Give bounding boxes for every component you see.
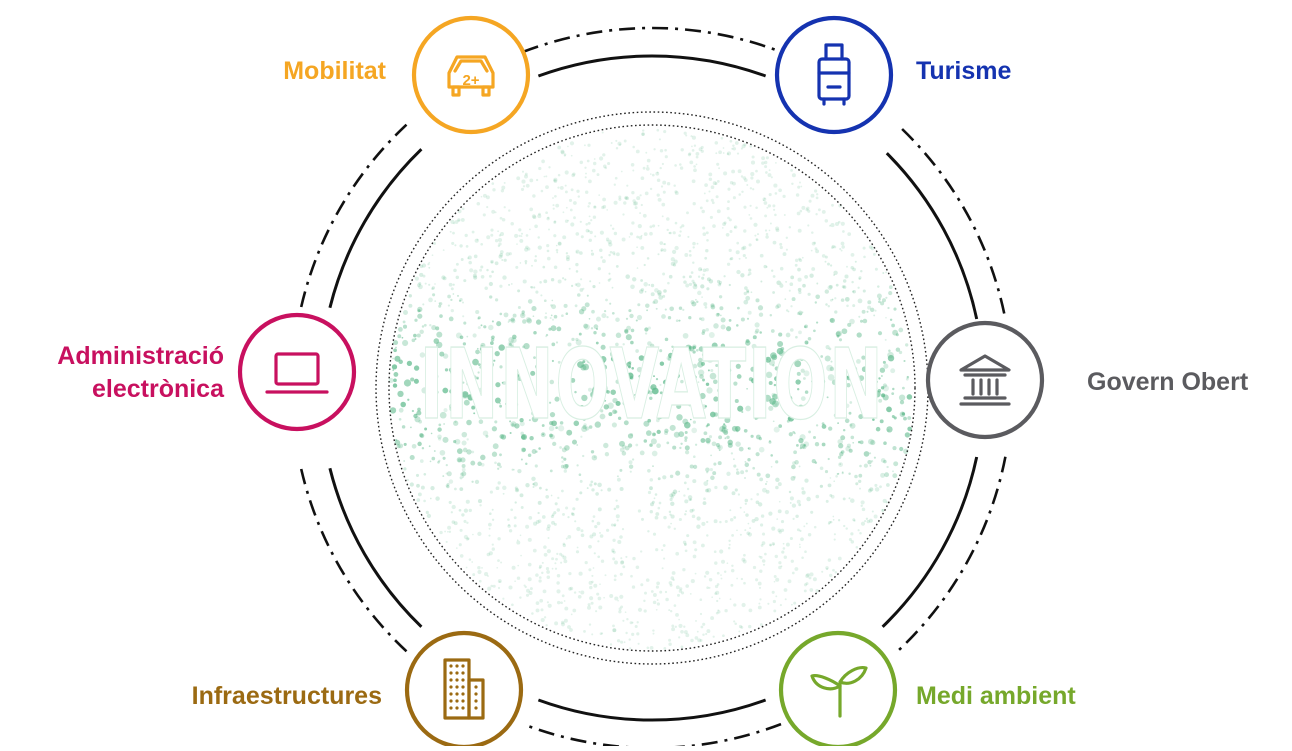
laptop-icon <box>265 352 329 394</box>
node-circle-mobilitat[interactable] <box>411 15 531 135</box>
node-mobilitat[interactable]: 2+ <box>411 15 531 135</box>
node-circle-infraestructures[interactable] <box>404 630 524 750</box>
outer-rings <box>299 26 1007 750</box>
node-govern-obert[interactable] <box>925 320 1045 440</box>
label-turisme[interactable]: Turisme <box>916 57 1012 85</box>
label-infraestructures[interactable]: Infraestructures <box>191 682 382 710</box>
label-administracio-line2: electrònica <box>91 375 224 403</box>
car-icon: 2+ <box>447 55 495 97</box>
node-medi-ambient[interactable] <box>778 630 898 750</box>
government-building-icon <box>959 354 1011 406</box>
node-circle-govern-obert[interactable] <box>925 320 1045 440</box>
label-administracio-line1: Administració <box>57 342 224 370</box>
node-turisme[interactable] <box>774 15 894 135</box>
node-circle-medi-ambient[interactable] <box>778 630 898 750</box>
label-govern-obert[interactable]: Govern Obert <box>1087 368 1249 396</box>
node-circle-turisme[interactable] <box>774 15 894 135</box>
car-badge: 2+ <box>462 72 479 89</box>
label-administracio[interactable]: Administració electrònica <box>57 340 224 406</box>
innovation-particle-cloud <box>388 128 913 650</box>
label-medi-ambient[interactable]: Medi ambient <box>916 682 1076 710</box>
node-administracio[interactable] <box>237 312 357 432</box>
label-mobilitat[interactable]: Mobilitat <box>283 57 386 85</box>
center-title: INNOVATION <box>420 328 885 442</box>
node-circle-administracio[interactable] <box>237 312 357 432</box>
node-infraestructures[interactable] <box>404 630 524 750</box>
sprout-icon <box>810 666 868 718</box>
buildings-icon <box>443 658 485 720</box>
inner-dotted-ring <box>388 124 916 652</box>
suitcase-icon <box>817 43 851 106</box>
